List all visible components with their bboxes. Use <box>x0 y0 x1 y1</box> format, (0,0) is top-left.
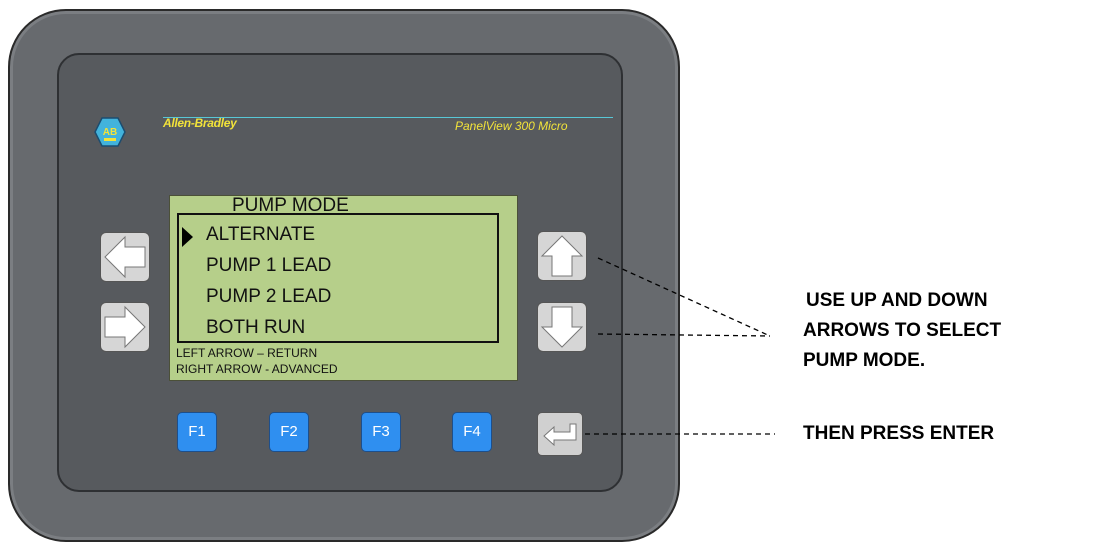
leader-line-up <box>597 257 771 337</box>
callout-enter: THEN PRESS ENTER <box>803 423 995 444</box>
f3-button[interactable]: F3 <box>361 412 401 452</box>
option-alternate[interactable]: ALTERNATE <box>206 224 316 245</box>
right-arrow-icon <box>104 305 146 349</box>
brand-name: Allen-Bradley <box>163 116 237 130</box>
up-arrow-icon <box>540 235 584 277</box>
option-both-run[interactable]: BOTH RUN <box>206 317 306 338</box>
callout-line-1: USE UP AND DOWN <box>806 290 988 311</box>
f2-button[interactable]: F2 <box>269 412 309 452</box>
hint-left-arrow: LEFT ARROW – RETURN <box>176 346 318 360</box>
up-arrow-button[interactable] <box>537 231 587 281</box>
right-arrow-button[interactable] <box>100 302 150 352</box>
left-arrow-button[interactable] <box>100 232 150 282</box>
enter-button[interactable] <box>537 412 583 456</box>
hint-right-arrow: RIGHT ARROW - ADVANCED <box>176 362 338 376</box>
enter-icon <box>543 423 577 447</box>
down-arrow-button[interactable] <box>537 302 587 352</box>
selection-cursor-icon <box>182 227 193 247</box>
brand-divider-line <box>163 117 613 118</box>
option-list-frame <box>177 213 499 343</box>
callout-line-2: ARROWS TO SELECT <box>803 320 1002 341</box>
f4-button[interactable]: F4 <box>452 412 492 452</box>
callout-line-3: PUMP MODE. <box>803 350 926 371</box>
f1-button[interactable]: F1 <box>177 412 217 452</box>
leader-line-down <box>597 333 771 337</box>
logo-text: AB <box>103 127 117 138</box>
option-pump-1-lead[interactable]: PUMP 1 LEAD <box>206 255 332 276</box>
allen-bradley-logo: AB <box>94 117 126 147</box>
lcd-screen: PUMP MODE ALTERNATE PUMP 1 LEAD PUMP 2 L… <box>169 195 518 381</box>
down-arrow-icon <box>540 306 584 348</box>
option-pump-2-lead[interactable]: PUMP 2 LEAD <box>206 286 332 307</box>
left-arrow-icon <box>104 235 146 279</box>
model-name: PanelView 300 Micro <box>455 119 568 133</box>
screen-title: PUMP MODE <box>232 195 349 216</box>
